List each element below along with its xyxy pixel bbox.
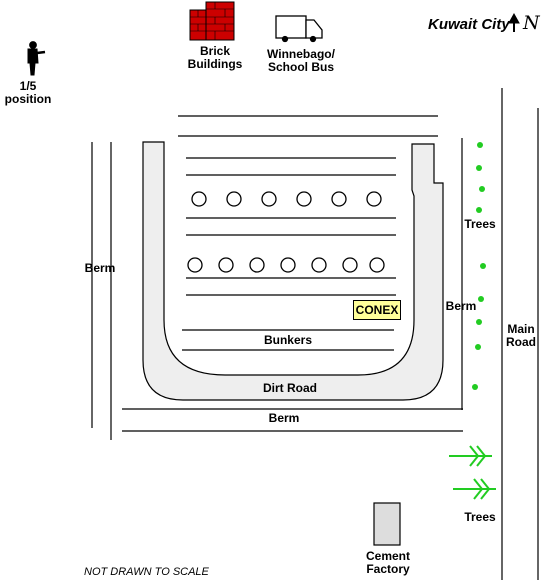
north-arrow-icon — [508, 12, 520, 32]
position-label: 1/5 position — [4, 79, 52, 106]
bus-icon — [275, 15, 323, 43]
winnebago-label: Winnebago/ School Bus — [267, 47, 335, 74]
brick-buildings-icon — [189, 1, 235, 41]
berm-left-label: Berm — [84, 261, 116, 275]
north-letter: N — [523, 12, 540, 34]
berm-right-label: Berm — [445, 299, 477, 313]
trees-top-label: Trees — [464, 217, 496, 231]
tree-arrow-icon — [449, 445, 496, 500]
soldier-icon — [27, 41, 46, 76]
conex-box: CONEX — [353, 300, 401, 320]
dirt-road — [142, 141, 444, 401]
tree-dots — [472, 142, 486, 390]
brick-buildings-label: Brick Buildings — [187, 44, 243, 71]
map-title: Kuwait City — [428, 16, 510, 33]
dirt-road-label: Dirt Road — [263, 381, 317, 395]
berm-bottom-label: Berm — [268, 411, 300, 425]
bunker-circles — [187, 191, 385, 273]
scale-note: NOT DRAWN TO SCALE — [84, 566, 209, 578]
bunkers-label: Bunkers — [263, 333, 313, 347]
main-road-label: Main Road — [506, 322, 536, 349]
cement-factory-building — [373, 502, 401, 546]
trees-bottom-label: Trees — [464, 510, 496, 524]
cement-factory-label: Cement Factory — [365, 549, 410, 576]
